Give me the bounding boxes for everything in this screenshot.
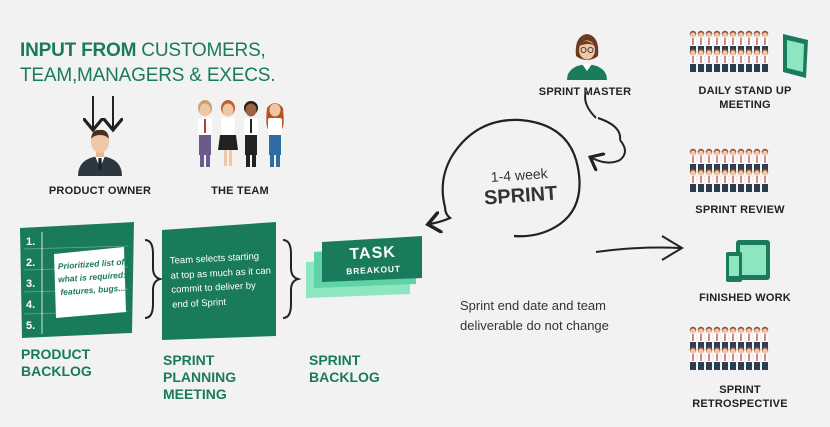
retrospective-label: SPRINT RETROSPECTIVE (680, 383, 800, 411)
sprint-note: Sprint end date and team deliverable do … (460, 296, 640, 336)
label-line: BACKLOG (21, 363, 92, 379)
backlog-number: 5. (26, 320, 36, 332)
heading-bold: INPUT FROM (20, 40, 137, 61)
planning-card-text: Team selects starting at top as much as … (170, 249, 277, 312)
team-icon (198, 100, 284, 167)
task-breakout-text: TASK BREAKOUT (323, 241, 423, 278)
product-backlog-card (20, 222, 134, 338)
label-line: DAILY STAND UP (698, 85, 792, 97)
backlog-number: 2. (26, 257, 36, 269)
sprint-loop-text: 1-4 week SPRINT (469, 163, 572, 212)
finished-work-label: FINISHED WORK (699, 292, 791, 304)
label-line: SPRINT (309, 352, 361, 368)
sprint-loop (430, 91, 626, 238)
backlog-number: 1. (26, 236, 36, 248)
sprint-backlog-label: SPRINT BACKLOG (309, 352, 380, 386)
input-heading: INPUT FROM CUSTOMERS, TEAM,MANAGERS & EX… (20, 38, 276, 88)
brace-1 (144, 239, 164, 319)
product-owner-icon (78, 129, 122, 176)
daily-standup-icon (690, 31, 808, 78)
backlog-numbers: 1. 2. 3. 4. 5. (26, 232, 42, 337)
team-label: THE TEAM (211, 185, 269, 197)
note-line: deliverable do not change (460, 318, 609, 333)
label-line: PLANNING (163, 369, 237, 385)
brace-2 (282, 239, 302, 319)
label-line: RETROSPECTIVE (692, 398, 788, 410)
label-line: BACKLOG (309, 369, 380, 385)
daily-standup-label: DAILY STAND UP MEETING (680, 84, 810, 112)
product-backlog-label: PRODUCT BACKLOG (21, 346, 92, 380)
backlog-number: 3. (26, 278, 36, 290)
label-line: MEETING (163, 386, 227, 402)
backlog-note: Prioritized list of what is required: fe… (57, 256, 128, 300)
label-line: MEETING (719, 99, 771, 111)
heading-line2: TEAM,MANAGERS & EXECS. (20, 65, 276, 86)
label-line: SPRINT (163, 352, 215, 368)
sprint-master-label: SPRINT MASTER (538, 86, 632, 98)
output-arrow (595, 235, 684, 261)
note-line: Sprint end date and team (460, 298, 606, 313)
backlog-number: 4. (26, 299, 36, 311)
sprint-planning-card (162, 222, 276, 340)
sprint-review-label: SPRINT REVIEW (695, 204, 785, 216)
sprint-planning-label: SPRINT PLANNING MEETING (163, 352, 236, 403)
task-breakout-stack (306, 236, 422, 298)
label-line: SPRINT (719, 384, 761, 396)
product-owner-label: PRODUCT OWNER (48, 185, 152, 197)
sprint-review-icon (690, 149, 768, 192)
label-line: PRODUCT (21, 346, 91, 362)
retrospective-icon (690, 327, 768, 370)
input-arrows (93, 96, 113, 128)
sprint-master-icon (567, 34, 607, 80)
heading-line1: CUSTOMERS, (136, 40, 266, 61)
finished-work-icon (726, 240, 770, 282)
